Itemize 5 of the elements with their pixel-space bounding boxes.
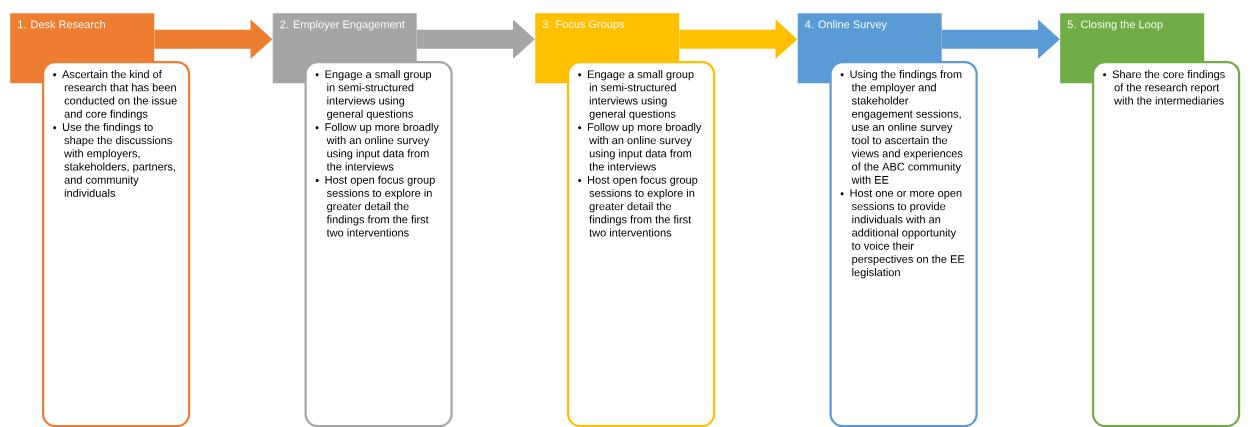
- step-card: Share the core findings of the research report with the intermediaries: [1092, 61, 1241, 427]
- step-card: Engage a small group in semi-structured interviews using general questions Follow up more broadly with an online survey using input data from the interviews Host open focus group sessions to explore in greater detail the findings from the first two interventions: [567, 61, 716, 427]
- step-card: Engage a small group in semi-structured interviews using general questions Follow up more broadly with an online survey using input data from the interviews Host open focus group sessions to explore in greater detail the findings from the first two interventions: [304, 61, 453, 427]
- step-card: Ascertain the kind of research that has been conducted on the issue and core findings Use the findings to shape the discussions with employers, stakeholders, partners, and community individuals: [42, 61, 191, 427]
- step-card: Using the findings from the employer and stakeholder engagement sessions, use an online survey tool to ascertain the views and experiences of the ABC community with EE Host one or more open sessions to provide individuals with an additional opportunity to voice their perspectives on the EE legislation: [829, 61, 978, 427]
